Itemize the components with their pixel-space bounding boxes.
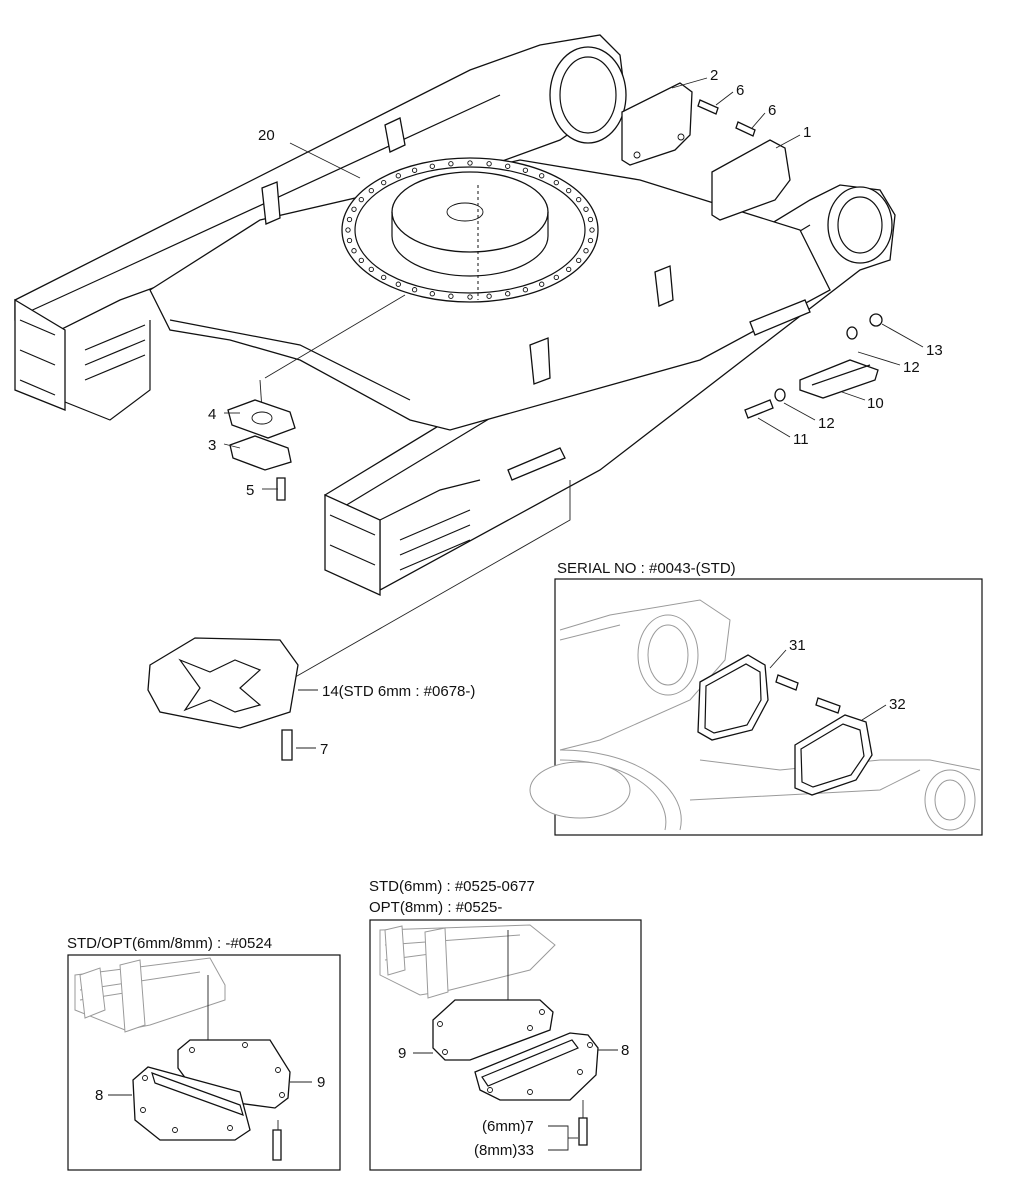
label-10: 10 bbox=[867, 395, 884, 412]
ring-bolt-hole bbox=[576, 257, 582, 264]
label-2: 2 bbox=[710, 67, 718, 84]
ring-bolt-hole bbox=[589, 227, 595, 233]
ring-bolt-hole bbox=[411, 167, 418, 173]
ring-bolt-hole bbox=[346, 237, 353, 244]
ring-bolt-hole bbox=[486, 293, 492, 299]
label-11: 11 bbox=[793, 431, 809, 448]
inset-a-label-8: 8 bbox=[95, 1087, 103, 1104]
inset-b-part-9 bbox=[432, 999, 554, 1061]
label-6a: 6 bbox=[736, 82, 744, 99]
inset-b-label-8: 8 bbox=[621, 1042, 629, 1059]
inset-a-label-9: 9 bbox=[317, 1074, 325, 1091]
ring-bolt-hole bbox=[505, 291, 511, 297]
ring-bolt-hole bbox=[467, 160, 473, 166]
label-20: 20 bbox=[258, 127, 275, 144]
ring-bolt-hole bbox=[395, 281, 401, 287]
label-14: 14(STD 6mm : #0678-) bbox=[322, 683, 475, 700]
label-31: 31 bbox=[789, 637, 806, 654]
ring-bolt-hole bbox=[522, 167, 529, 173]
label-12b: 12 bbox=[818, 415, 835, 432]
ring-bolt-hole bbox=[467, 294, 473, 300]
label-4: 4 bbox=[208, 406, 216, 423]
ring-bolt-hole bbox=[583, 248, 589, 254]
label-13: 13 bbox=[926, 342, 943, 359]
part-14-plate bbox=[147, 637, 299, 729]
inset-std-opt-0525: STD(6mm) : #0525-0677 OPT(8mm) : #0525- … bbox=[369, 878, 642, 1171]
ring-bolt-hole bbox=[576, 196, 582, 203]
ring-bolt-hole bbox=[368, 266, 374, 273]
ring-bolt-hole bbox=[429, 291, 435, 297]
ring-bolt-hole bbox=[381, 274, 387, 281]
part-3-plate bbox=[229, 435, 292, 471]
label-32: 32 bbox=[889, 696, 906, 713]
inset-b-part-8 bbox=[474, 1032, 599, 1101]
inset-b-label-9: 9 bbox=[398, 1045, 406, 1062]
ring-bolt-hole bbox=[368, 187, 374, 194]
ring-bolt-hole bbox=[351, 248, 357, 254]
label-12a: 12 bbox=[903, 359, 920, 376]
caption-std6: STD(6mm) : #0525-0677 bbox=[369, 878, 535, 895]
ring-bolt-hole bbox=[587, 237, 594, 244]
label-3: 3 bbox=[208, 437, 216, 454]
part-32-seal bbox=[794, 714, 873, 796]
ring-bolt-hole bbox=[566, 187, 572, 194]
ring-bolt-hole bbox=[539, 281, 545, 287]
lower-frame-assembly bbox=[14, 34, 896, 681]
inset-b-label-7mm: (6mm)7 bbox=[482, 1118, 534, 1135]
inset-b-label-33mm: (8mm)33 bbox=[474, 1142, 534, 1159]
inset-stdopt: STD/OPT(6mm/8mm) : -#0524 8 9 bbox=[67, 935, 341, 1171]
ring-bolt-hole bbox=[411, 287, 418, 293]
ring-bolt-hole bbox=[583, 206, 589, 212]
ring-bolt-hole bbox=[395, 173, 401, 179]
ring-bolt-hole bbox=[448, 293, 454, 299]
label-1: 1 bbox=[803, 124, 811, 141]
caption-serial: SERIAL NO : #0043-(STD) bbox=[557, 560, 736, 577]
label-7: 7 bbox=[320, 741, 328, 758]
caption-stdopt: STD/OPT(6mm/8mm) : -#0524 bbox=[67, 935, 272, 952]
ring-bolt-hole bbox=[358, 196, 364, 203]
ring-bolt-hole bbox=[553, 179, 559, 186]
ring-bolt-hole bbox=[381, 179, 387, 186]
ring-bolt-hole bbox=[587, 216, 594, 223]
label-6b: 6 bbox=[768, 102, 776, 119]
part-2-cover bbox=[621, 82, 693, 166]
ring-bolt-hole bbox=[351, 206, 357, 212]
caption-opt8: OPT(8mm) : #0525- bbox=[369, 899, 502, 916]
part-1-cover bbox=[711, 139, 791, 221]
ring-bolt-hole bbox=[553, 274, 559, 281]
ring-bolt-hole bbox=[486, 161, 492, 167]
label-5: 5 bbox=[246, 482, 254, 499]
ring-bolt-hole bbox=[566, 266, 572, 273]
leader-lines bbox=[223, 77, 924, 749]
ring-bolt-hole bbox=[539, 173, 545, 179]
ring-bolt-hole bbox=[346, 216, 353, 223]
ring-bolt-hole bbox=[345, 227, 351, 233]
inset-serial: SERIAL NO : #0043-(STD) 31 32 bbox=[529, 560, 983, 836]
ring-bolt-hole bbox=[505, 163, 511, 169]
ring-bolt-hole bbox=[358, 257, 364, 264]
ring-bolt-hole bbox=[522, 287, 529, 293]
ring-bolt-hole bbox=[448, 161, 454, 167]
ring-bolt-hole bbox=[429, 163, 435, 169]
